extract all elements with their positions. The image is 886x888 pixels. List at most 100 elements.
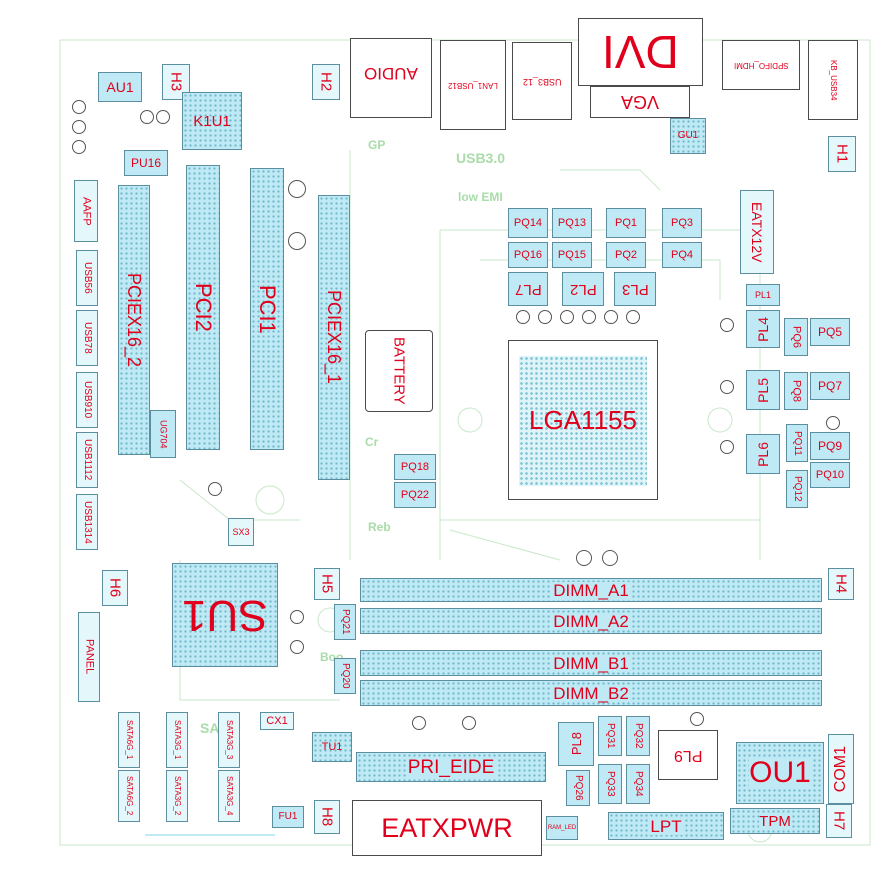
com1-label: COM1 [832,745,849,793]
dimm-b2-slot: DIMM_B2 [360,680,822,706]
pq26-mosfet: PQ26 [566,770,590,806]
pl3-label: PL3 [621,280,649,298]
capacitor [560,310,574,324]
pu16-chip: PU16 [124,150,168,176]
pq12-mosfet: PQ12 [786,470,808,508]
panel-label: PANEL [83,639,96,675]
pq18-label: PQ18 [400,460,430,473]
pq33-mosfet: PQ33 [598,764,622,804]
dimm-b1-label: DIMM_B1 [551,653,631,673]
lan1-usb12-label: LAN1_USB12 [448,81,498,90]
h3-label: H3 [167,72,185,92]
k1u1-chip: K1U1 [182,92,242,150]
pq31-mosfet: PQ31 [598,716,622,756]
h7-mount: H7 [826,804,852,838]
h5-mount: H5 [314,568,340,600]
pq14-label: PQ14 [513,216,543,229]
aafp-header: AAFP [74,180,98,242]
capacitor [720,440,734,454]
capacitor [72,120,86,134]
capacitor [290,610,304,624]
kb-usb34-label: KB_USB34 [829,59,838,101]
vga-label: VGA [620,92,659,112]
pq1-mosfet: PQ1 [606,208,646,238]
pq2-label: PQ2 [614,248,637,261]
sata3g-3-connector: SATA3G_3 [218,712,240,768]
usb56-header: USB56 [76,250,98,306]
pq5-mosfet: PQ5 [810,318,850,346]
capacitor [72,140,86,154]
dimm-a1-slot: DIMM_A1 [360,578,822,602]
pq22-mosfet: PQ22 [394,482,436,508]
h8-mount: H8 [314,800,340,834]
usb3-12-connector: USB3_12 [512,42,572,120]
ug704-label: UG704 [158,419,169,449]
pci2-slot: PCI2 [186,165,220,450]
pq22-label: PQ22 [400,488,430,501]
h6-mount: H6 [102,570,128,606]
panel-header: PANEL [78,612,100,702]
spdifo-hdmi-connector: SPDIFO_HDMI [722,40,800,90]
pq1-label: PQ1 [614,216,637,229]
usb78-header: USB78 [76,310,98,366]
pq9-mosfet: PQ9 [810,432,850,460]
pciex16-2-slot: PCIEX16_2 [118,185,150,455]
h5-label: H5 [318,574,336,594]
pq21-label: PQ21 [340,609,351,635]
pl1-label: PL1 [754,289,771,300]
pq13-mosfet: PQ13 [552,208,592,238]
pq9-label: PQ9 [817,439,842,453]
usb910-header: USB910 [76,372,98,428]
pq6-mosfet: PQ6 [784,318,808,356]
pq7-mosfet: PQ7 [810,372,850,400]
pq3-label: PQ3 [670,216,693,229]
pciex16-2-label: PCIEX16_2 [124,272,144,368]
capacitor [538,310,552,324]
pri-eide-label: PRI_EIDE [405,756,497,778]
spdifo-hdmi-label: SPDIFO_HDMI [733,61,789,70]
pl6-label: PL6 [755,441,771,467]
pq13-label: PQ13 [557,216,587,229]
pq32-label: PQ32 [633,723,644,749]
vga-connector: VGA [590,86,690,118]
pu16-label: PU16 [130,156,162,170]
pq12-label: PQ12 [792,476,803,502]
pq4-label: PQ4 [670,248,693,261]
capacitor [412,716,426,730]
k1u1-label: K1U1 [193,112,231,130]
h2-label: H2 [317,72,335,92]
h4-mount: H4 [828,568,854,600]
lga1155-label: LGA1155 [529,405,637,435]
sata3g-1-label: SATA3G_1 [173,720,182,760]
pl2-inductor: PL2 [562,272,604,306]
silk-text: Reb [368,520,391,534]
dimm-b2-label: DIMM_B2 [551,683,631,703]
usb78-label: USB78 [82,322,93,354]
pq16-mosfet: PQ16 [508,242,548,268]
lan1-usb12-connector: LAN1_USB12 [440,40,506,130]
pq34-mosfet: PQ34 [626,764,650,804]
pl8-label: PL8 [568,732,584,756]
usb3-12-label: USB3_12 [522,76,562,87]
pq10-label: PQ10 [815,468,845,481]
pl6-inductor: PL6 [746,434,780,474]
pl5-label: PL5 [755,377,771,403]
pci2-label: PCI2 [191,283,216,332]
sata6g-1-label: SATA6G_1 [125,720,134,760]
fu1-label: FU1 [278,811,298,822]
pq21-mosfet: PQ21 [334,604,356,640]
pq10-mosfet: PQ10 [810,462,850,488]
sata3g-2-label: SATA3G_2 [173,776,182,816]
pciex16-1-slot: PCIEX16_1 [318,195,350,480]
pci1-slot: PCI1 [250,168,284,450]
lpt-label: LPT [648,816,684,836]
pq7-label: PQ7 [817,379,842,393]
pl4-inductor: PL4 [746,310,780,348]
tpm-label: TPM [759,812,791,830]
su1-chip: SU1 [172,563,278,667]
sata3g-2-connector: SATA3G_2 [166,770,188,822]
dimm-a2-slot: DIMM_A2 [360,608,822,634]
pq18-mosfet: PQ18 [394,454,436,480]
h6-label: H6 [106,578,124,598]
